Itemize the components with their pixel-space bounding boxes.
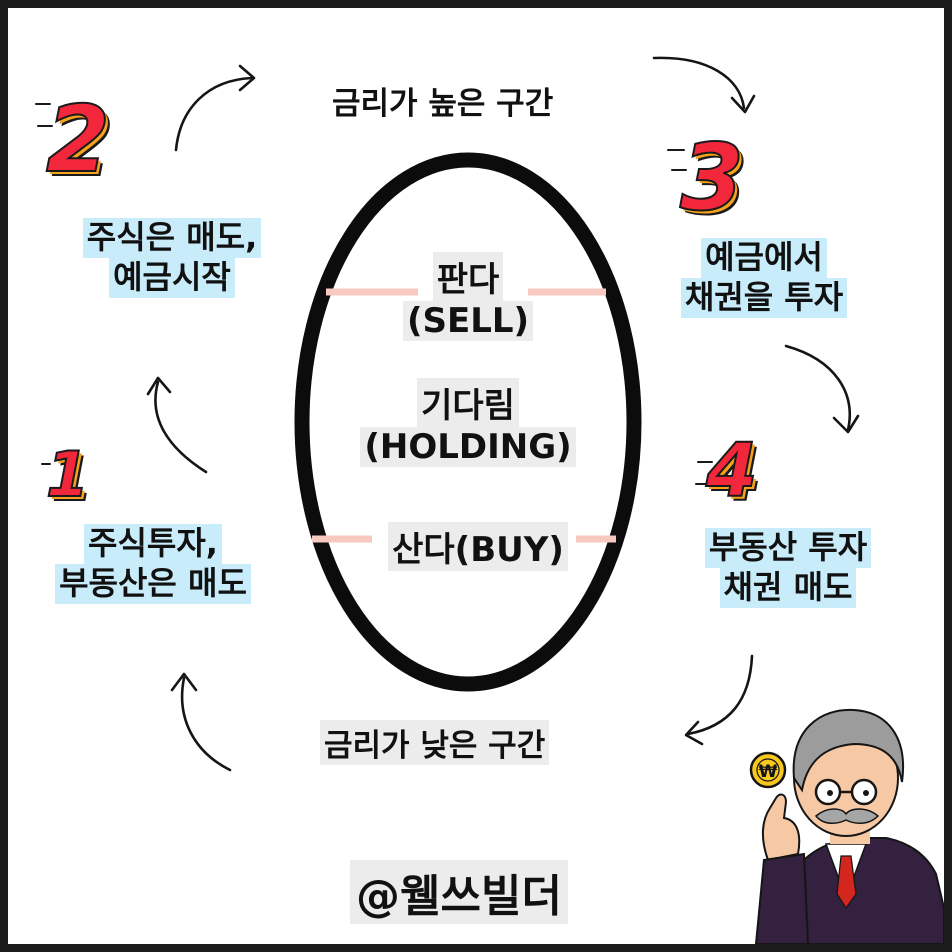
- low-rate-label: 금리가 낮은 구간: [320, 720, 550, 765]
- cycle-arrow-icon-1to2: [146, 376, 208, 474]
- cycle-arrow-icon-4tolow: [684, 654, 754, 746]
- market-cycle-oval: [294, 152, 642, 692]
- step-2-line2: 예금시작: [109, 257, 235, 298]
- sell-label-korean: 판다: [432, 252, 504, 301]
- hold-label: 기다림 (HOLDING): [338, 378, 598, 467]
- step-3-line1: 예금에서: [701, 238, 827, 278]
- step-4-line2: 채권 매도: [719, 567, 857, 608]
- sell-label: 판다 (SELL): [388, 252, 548, 341]
- step-3-line2: 채권을 투자: [680, 277, 848, 318]
- hold-label-korean: 기다림: [417, 378, 519, 427]
- diagram-canvas: ₩ 금리가 높은 구간 금리가 낮은 구간 판다 (SELL) 기다림 (HOL…: [8, 8, 944, 944]
- sell-label-english: (SELL): [402, 301, 534, 341]
- high-rate-label: 금리가 높은 구간: [332, 86, 554, 122]
- step-3-number: 3: [679, 123, 745, 232]
- hold-label-english: (HOLDING): [360, 427, 576, 467]
- cycle-arrow-icon-3to4: [784, 344, 860, 434]
- coin-symbol: ₩: [759, 762, 778, 782]
- step-1-number: 1: [45, 437, 90, 512]
- old-man-with-coin-illustration: ₩: [749, 708, 944, 944]
- brand-handle: @웰쓰빌더: [350, 860, 568, 924]
- step-1-text: 주식투자, 부동산은 매도: [28, 524, 278, 604]
- step-1-line1: 주식투자,: [84, 524, 222, 564]
- step-4-text: 부동산 투자 채권 매도: [668, 528, 908, 608]
- buy-label: 산다(BUY): [368, 522, 588, 571]
- step-2-number: 2: [45, 85, 111, 194]
- number-speed-lines: [35, 103, 713, 485]
- cycle-arrow-icon-2tohigh: [174, 64, 256, 152]
- cycle-graphics: ₩: [35, 56, 944, 944]
- cycle-arrow-icon-highto3: [652, 56, 756, 114]
- step-4-number: 4: [705, 427, 758, 515]
- step-4-line1: 부동산 투자: [704, 528, 872, 568]
- step-3-text: 예금에서 채권을 투자: [644, 238, 884, 318]
- cycle-arrow-icon-lowto1: [170, 672, 232, 772]
- step-2-text: 주식은 매도, 예금시작: [52, 218, 292, 298]
- buy-label-text: 산다(BUY): [388, 522, 568, 571]
- won-coin-icon: [749, 751, 787, 789]
- step-2-line1: 주식은 매도,: [82, 218, 262, 258]
- step-1-line2: 부동산은 매도: [55, 563, 251, 604]
